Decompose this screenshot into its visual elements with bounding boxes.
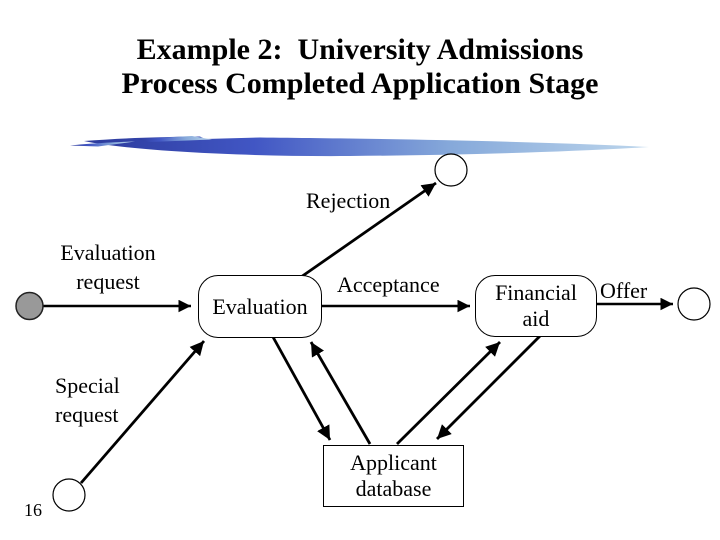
arrow-database-to-evaluation [309, 341, 372, 445]
node-financial-aid: Financial aid [475, 275, 597, 337]
label-evaluation-request: Evaluation request [60, 240, 156, 294]
slide-title: Example 2: University Admissions Process… [0, 33, 720, 101]
node-evaluation: Evaluation [198, 275, 322, 338]
label-special-request: Special request [55, 373, 120, 427]
offer-end-circle [677, 287, 711, 321]
slide-title-line2: Process Completed Application Stage [121, 67, 599, 100]
node-applicant-database: Applicant database [323, 445, 464, 507]
label-rejection: Rejection [306, 188, 391, 213]
label-offer: Offer [600, 278, 648, 303]
arrow-rejection [300, 181, 437, 279]
label-acceptance: Acceptance [337, 272, 440, 297]
slide-title-line1: Example 2: University Admissions [136, 33, 584, 66]
arrow-database-to-financial-aid [396, 341, 501, 445]
arrow-financial-aid-to-database [436, 335, 541, 440]
special-request-start-circle [52, 478, 86, 512]
rejection-end-circle [434, 153, 468, 187]
start-node-circle [15, 291, 44, 321]
arrow-evaluation-to-database [271, 336, 332, 441]
arrow-special-request [79, 340, 206, 484]
page-number: 16 [24, 500, 42, 520]
swoosh-divider-graphic [70, 136, 649, 157]
